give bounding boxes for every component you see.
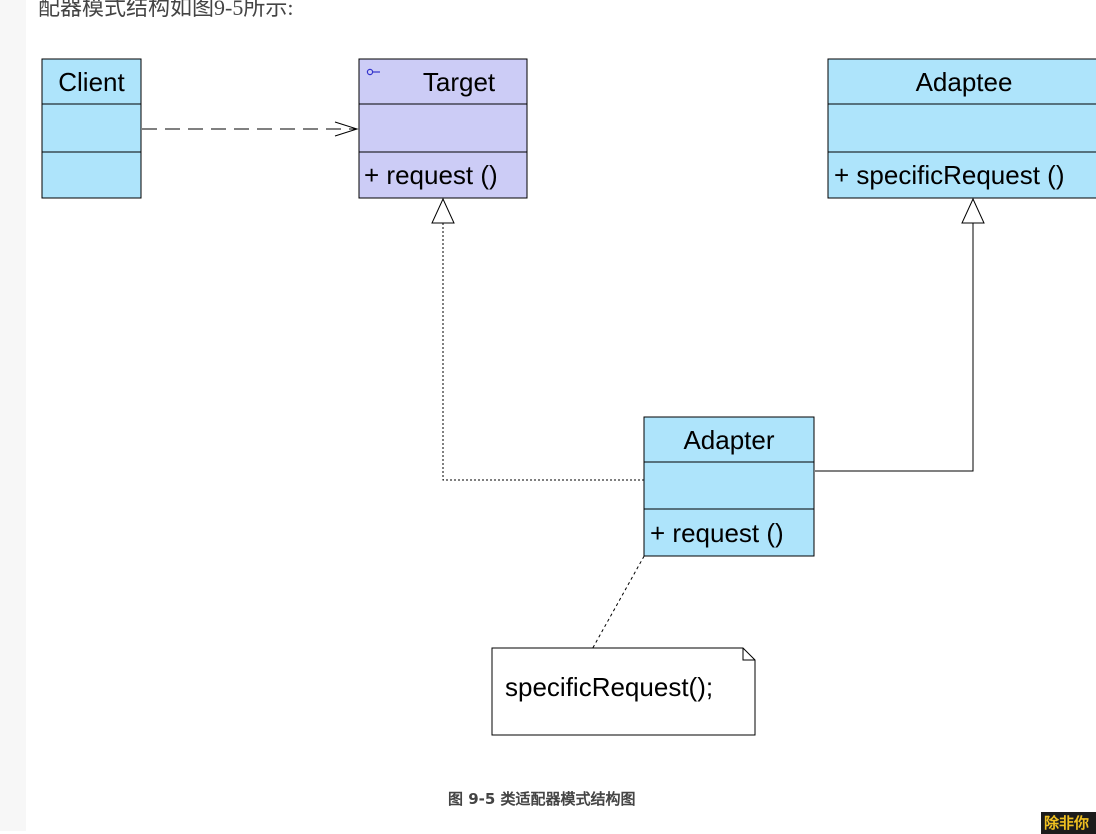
note[interactable]: specificRequest(); xyxy=(491,647,756,736)
figure-caption: 图 9-5 类适配器模式结构图 xyxy=(448,790,636,808)
class-name: Client xyxy=(58,67,125,97)
class-adapter[interactable]: Adapter + request () xyxy=(643,416,815,557)
class-box xyxy=(643,416,815,557)
relationships xyxy=(142,121,985,654)
open-arrowhead xyxy=(334,121,359,137)
operation-request: + request () xyxy=(364,160,498,190)
note-box xyxy=(491,647,756,736)
interface-icon xyxy=(366,68,380,76)
class-box xyxy=(827,58,1096,199)
note-link xyxy=(589,523,663,654)
class-name: Adapter xyxy=(683,425,774,455)
note-text: specificRequest(); xyxy=(505,672,713,702)
class-name: Target xyxy=(423,67,496,97)
class-box xyxy=(41,58,142,199)
hollow-triangle-arrowhead xyxy=(961,197,985,224)
corner-badge[interactable]: 除非你 xyxy=(1041,812,1096,834)
operation-specific-request: + specificRequest () xyxy=(834,160,1064,190)
class-box xyxy=(358,58,528,199)
intro-text: 配器模式结构如图9-5所示: xyxy=(38,0,294,20)
note-folded-corner xyxy=(742,648,755,661)
hollow-triangle-arrowhead xyxy=(431,197,455,224)
operation-request: + request () xyxy=(650,518,784,548)
dependency-client-to-target xyxy=(142,121,359,137)
class-target[interactable]: Target + request () xyxy=(358,58,528,199)
page-margin xyxy=(0,0,26,831)
realization-adapter-to-target xyxy=(431,197,644,481)
generalization-adapter-to-adaptee xyxy=(815,197,985,472)
class-adaptee[interactable]: Adaptee + specificRequest () xyxy=(827,58,1096,199)
class-name: Adaptee xyxy=(916,67,1013,97)
class-client[interactable]: Client xyxy=(41,58,142,199)
